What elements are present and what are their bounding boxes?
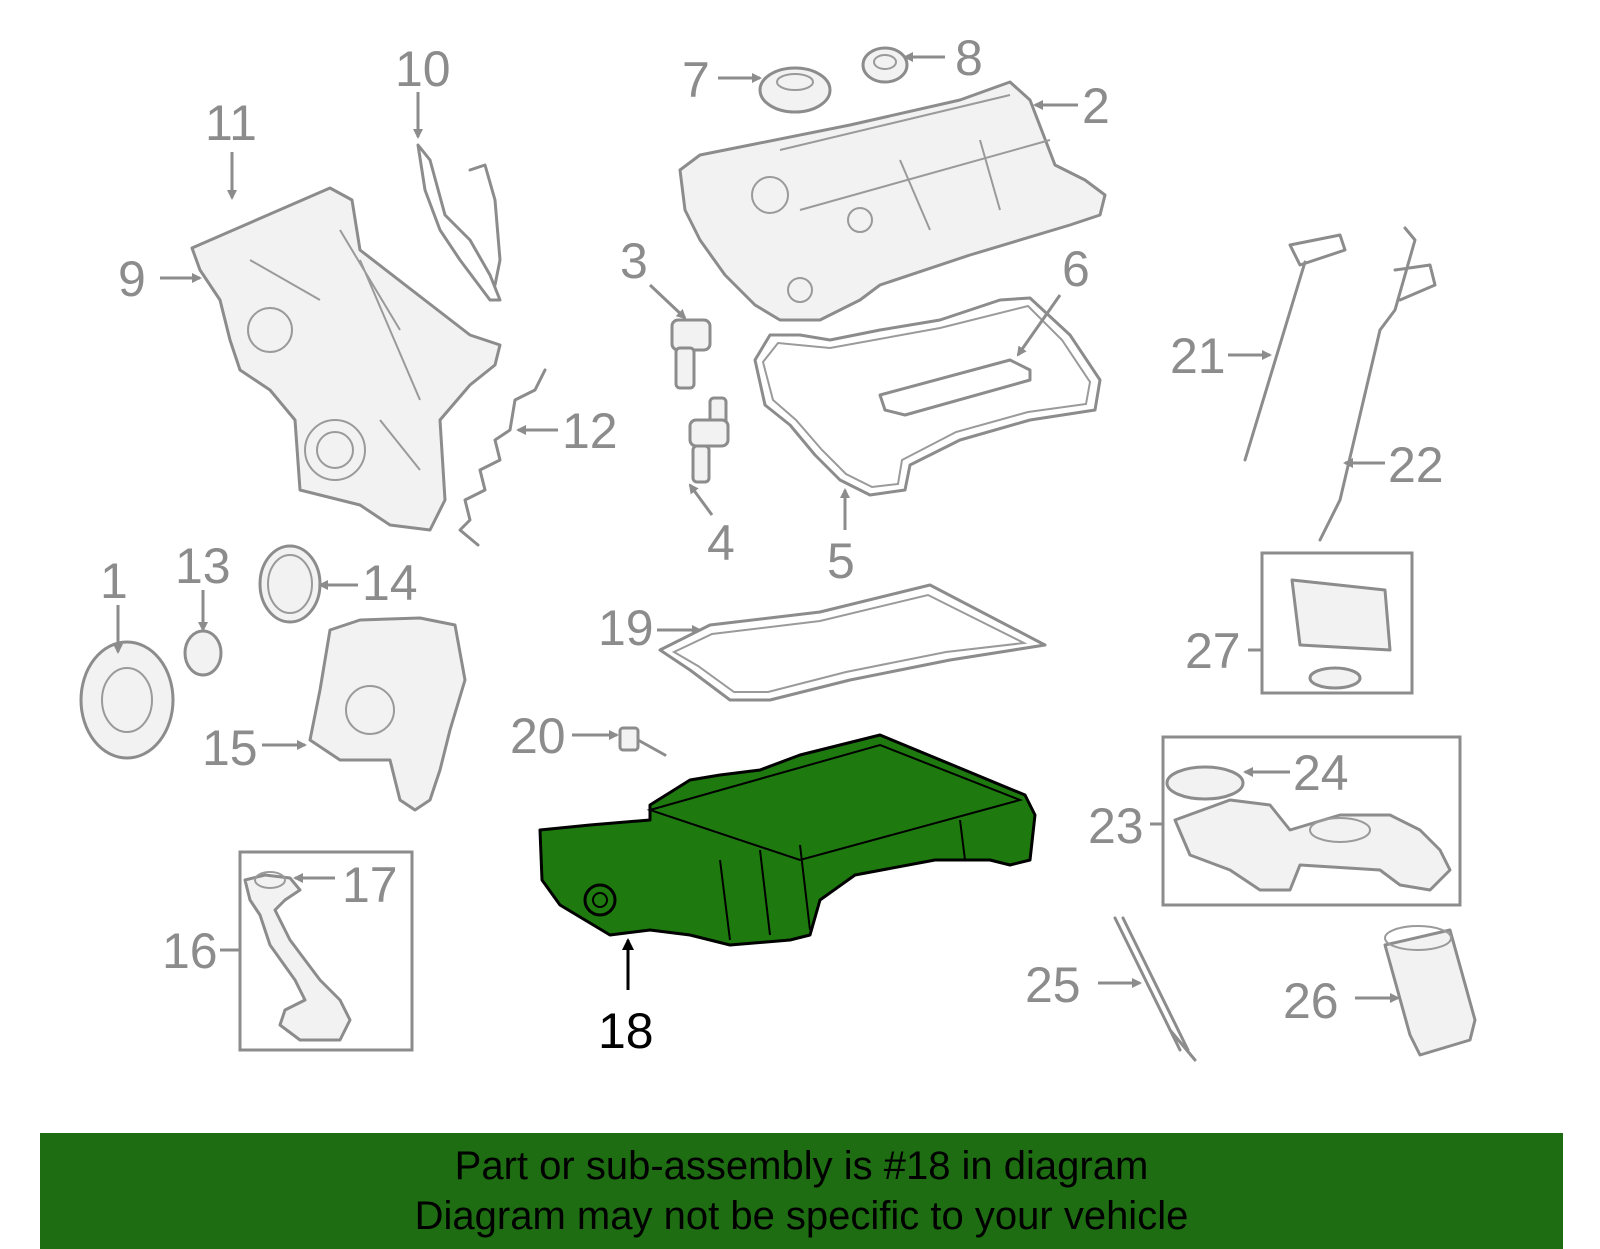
part-9-timing-cover (190, 186, 502, 532)
callout-21: 21 (1170, 328, 1226, 384)
part-15-oil-pump (308, 616, 467, 812)
part-22-dipstick-tube (1318, 226, 1437, 542)
callout-labels: 1 2 3 4 5 6 7 8 9 10 11 12 13 14 15 16 1… (100, 30, 1444, 1059)
callout-11: 11 (205, 95, 257, 151)
part-10-gasket (416, 143, 502, 302)
info-banner: Part or sub-assembly is #18 in diagram D… (40, 1133, 1563, 1249)
part-5-gasket (753, 296, 1102, 497)
part-2-valve-cover (678, 80, 1107, 322)
part-18-oil-pan (538, 733, 1037, 947)
part-13-seal (183, 629, 223, 677)
callout-4: 4 (707, 515, 735, 571)
part-1-pulley (79, 640, 175, 760)
part-4-sensor (688, 396, 730, 484)
part-6-gasket (878, 358, 1032, 417)
parts-diagram: 1 2 3 4 5 6 7 8 9 10 11 12 13 14 15 16 1… (79, 30, 1477, 1062)
part-3-sensor (670, 318, 712, 390)
part-12-gasket (458, 368, 547, 547)
banner-line-1: Part or sub-assembly is #18 in diagram (454, 1144, 1149, 1188)
part-25-bolt (1113, 916, 1197, 1062)
part-16-pickup-tube (243, 871, 352, 1042)
callout-1: 1 (100, 553, 128, 609)
part-19-gasket (658, 583, 1047, 702)
callout-16: 16 (162, 923, 218, 979)
callout-2: 2 (1082, 78, 1110, 134)
part-26-oil-filter (1383, 925, 1477, 1057)
part-23-box (1161, 735, 1462, 907)
callout-17: 17 (342, 857, 398, 913)
callout-9: 9 (118, 251, 146, 307)
part-8-seal (861, 46, 909, 84)
part-24-seal (1165, 765, 1245, 801)
callout-3: 3 (620, 233, 648, 289)
callout-23: 23 (1088, 798, 1144, 854)
callout-8: 8 (955, 30, 983, 86)
callout-7: 7 (682, 52, 710, 108)
callout-arrows (113, 52, 1400, 1003)
callout-14: 14 (362, 555, 418, 611)
callout-22: 22 (1388, 437, 1444, 493)
part-23-filter-housing (1173, 798, 1452, 892)
callout-5: 5 (827, 533, 855, 589)
part-20-bolt (618, 726, 667, 757)
callout-25: 25 (1025, 957, 1081, 1013)
part-27-box (1260, 551, 1414, 695)
callout-27: 27 (1185, 623, 1241, 679)
callout-13: 13 (175, 538, 231, 594)
part-21-dipstick (1243, 233, 1347, 462)
callout-15: 15 (202, 720, 258, 776)
callout-19: 19 (598, 600, 654, 656)
callout-6: 6 (1062, 241, 1090, 297)
callout-12: 12 (562, 403, 618, 459)
callout-18: 18 (598, 1003, 654, 1059)
callout-20: 20 (510, 708, 566, 764)
callout-10: 10 (395, 41, 451, 97)
part-27-oil-cooler (1290, 578, 1392, 652)
banner-line-2: Diagram may not be specific to your vehi… (414, 1194, 1189, 1238)
callout-24: 24 (1293, 745, 1349, 801)
callout-26: 26 (1283, 973, 1339, 1029)
